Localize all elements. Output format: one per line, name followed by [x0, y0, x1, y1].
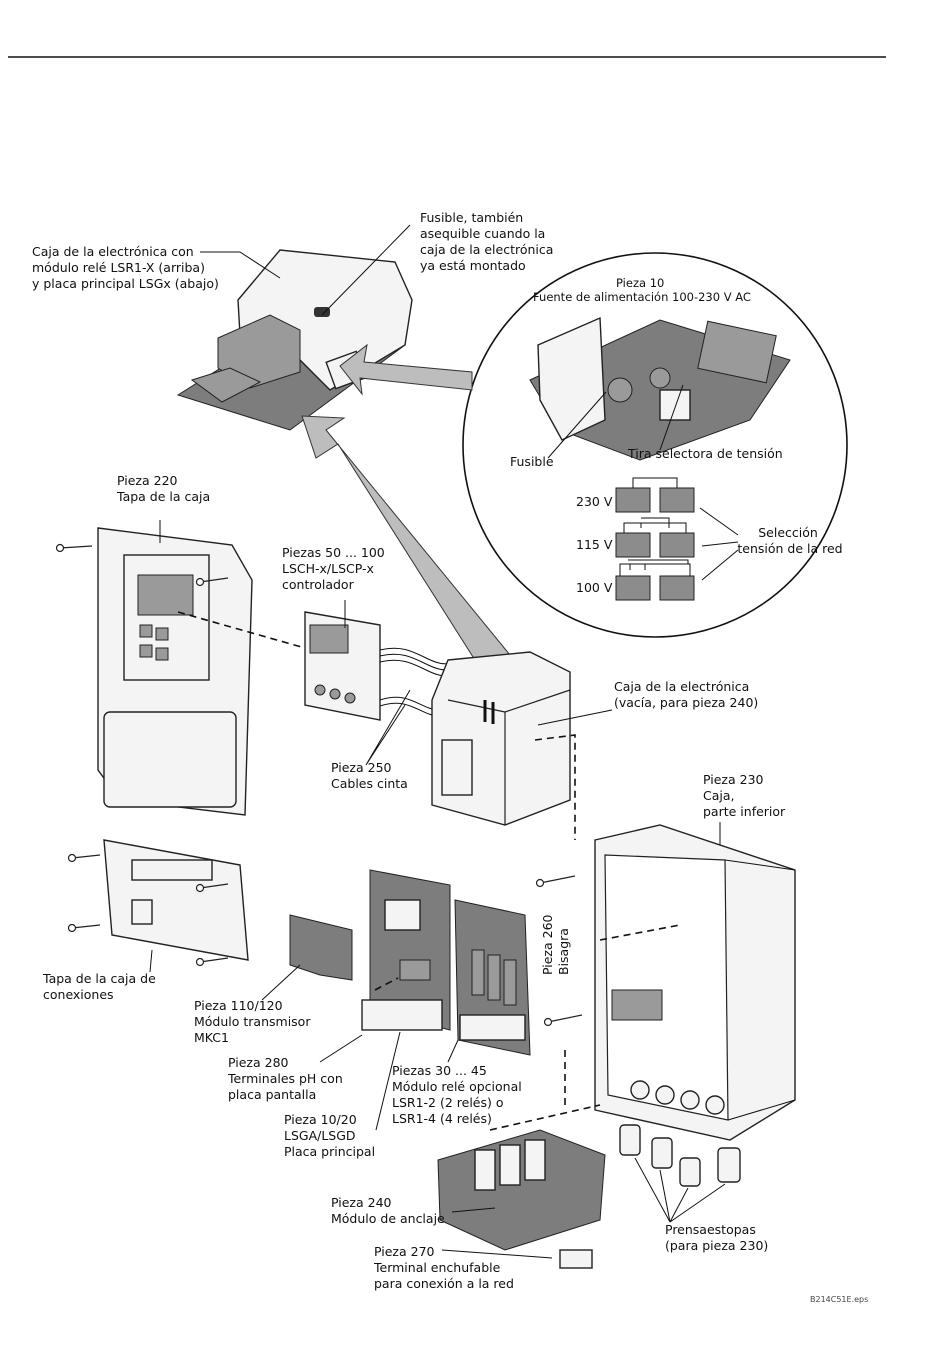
- electronics-box-empty: [431, 651, 571, 826]
- label-piezas30: Piezas 30 ... 45 Módulo relé opcional LS…: [392, 1063, 526, 1126]
- electronics-box-assembled: [176, 249, 413, 431]
- plug-terminal: [559, 1249, 593, 1269]
- screw-icon: [543, 1014, 583, 1027]
- terminal-cover: [103, 839, 249, 961]
- arrow-icon: [339, 343, 473, 396]
- relay-module: [454, 899, 531, 1056]
- cable-gland-icon: [679, 1157, 701, 1187]
- label-115v: 115 V: [576, 537, 613, 552]
- screw-icon: [195, 883, 229, 893]
- label-tira-selectora: Tira selectora de tensión: [627, 446, 783, 461]
- label-pieza220: Pieza 220 Tapa de la caja: [116, 473, 210, 504]
- screw-icon: [195, 957, 229, 967]
- voltage-selector: [615, 477, 739, 601]
- label-seleccion: Selección tensión de la red: [737, 525, 842, 556]
- cable-gland-icon: [651, 1137, 673, 1169]
- label-fuse-top: Fusible, también asequible cuando la caj…: [420, 210, 557, 273]
- label-prensaestopas: Prensaestopas (para pieza 230): [665, 1222, 768, 1253]
- label-pieza110: Pieza 110/120 Módulo transmisor MKC1: [194, 998, 314, 1045]
- label-100v: 100 V: [576, 580, 613, 595]
- screw-icon: [67, 853, 101, 863]
- label-pieza270: Pieza 270 Terminal enchufable para conex…: [373, 1244, 514, 1291]
- label-caja-electronica: Caja de la electrónica (vacía, para piez…: [614, 679, 758, 710]
- cable-gland-icon: [619, 1124, 641, 1156]
- transmitter-module: [289, 914, 353, 981]
- housing-cover: [97, 527, 253, 816]
- arrow-icon: [301, 415, 511, 669]
- file-reference: B214C51E.eps: [810, 1295, 868, 1304]
- anchor-module: [437, 1129, 606, 1251]
- screw-icon: [67, 923, 101, 933]
- label-pieza240: Pieza 240 Módulo de anclaje: [331, 1195, 445, 1226]
- screw-icon: [195, 577, 229, 587]
- label-piezas50: Piezas 50 ... 100 LSCH-x/LSCP-x controla…: [282, 545, 389, 592]
- screws: [55, 543, 583, 1027]
- label-pieza1020: Pieza 10/20 LSGA/LSGD Placa principal: [284, 1112, 375, 1159]
- screw-icon: [55, 543, 93, 553]
- label-pieza280: Pieza 280 Terminales pH con placa pantal…: [227, 1055, 347, 1102]
- label-pieza10: Pieza 10 Fuente de alimentación 100-230 …: [533, 276, 751, 304]
- housing-lower-part: [594, 824, 796, 1141]
- label-pieza230: Pieza 230 Caja, parte inferior: [703, 772, 786, 819]
- label-pieza250: Pieza 250 Cables cinta: [331, 760, 408, 791]
- screw-icon: [535, 875, 576, 888]
- label-fusible: Fusible: [510, 454, 554, 469]
- fuse-icon: [314, 307, 330, 317]
- label-pieza260: Pieza 260 Bisagra: [540, 911, 571, 975]
- cable-glands: [619, 1124, 741, 1187]
- cable-gland-icon: [717, 1147, 741, 1183]
- controller-module: [304, 611, 381, 721]
- leader-lines: [149, 224, 726, 1259]
- label-tapa-conexiones: Tapa de la caja de conexiones: [42, 971, 160, 1002]
- main-board: [361, 869, 451, 1031]
- label-electronics-box-assembled: Caja de la electrónica con módulo relé L…: [32, 244, 219, 291]
- power-supply-detail: [462, 252, 848, 638]
- assembly-lines: [177, 611, 681, 1131]
- label-230v: 230 V: [576, 494, 613, 509]
